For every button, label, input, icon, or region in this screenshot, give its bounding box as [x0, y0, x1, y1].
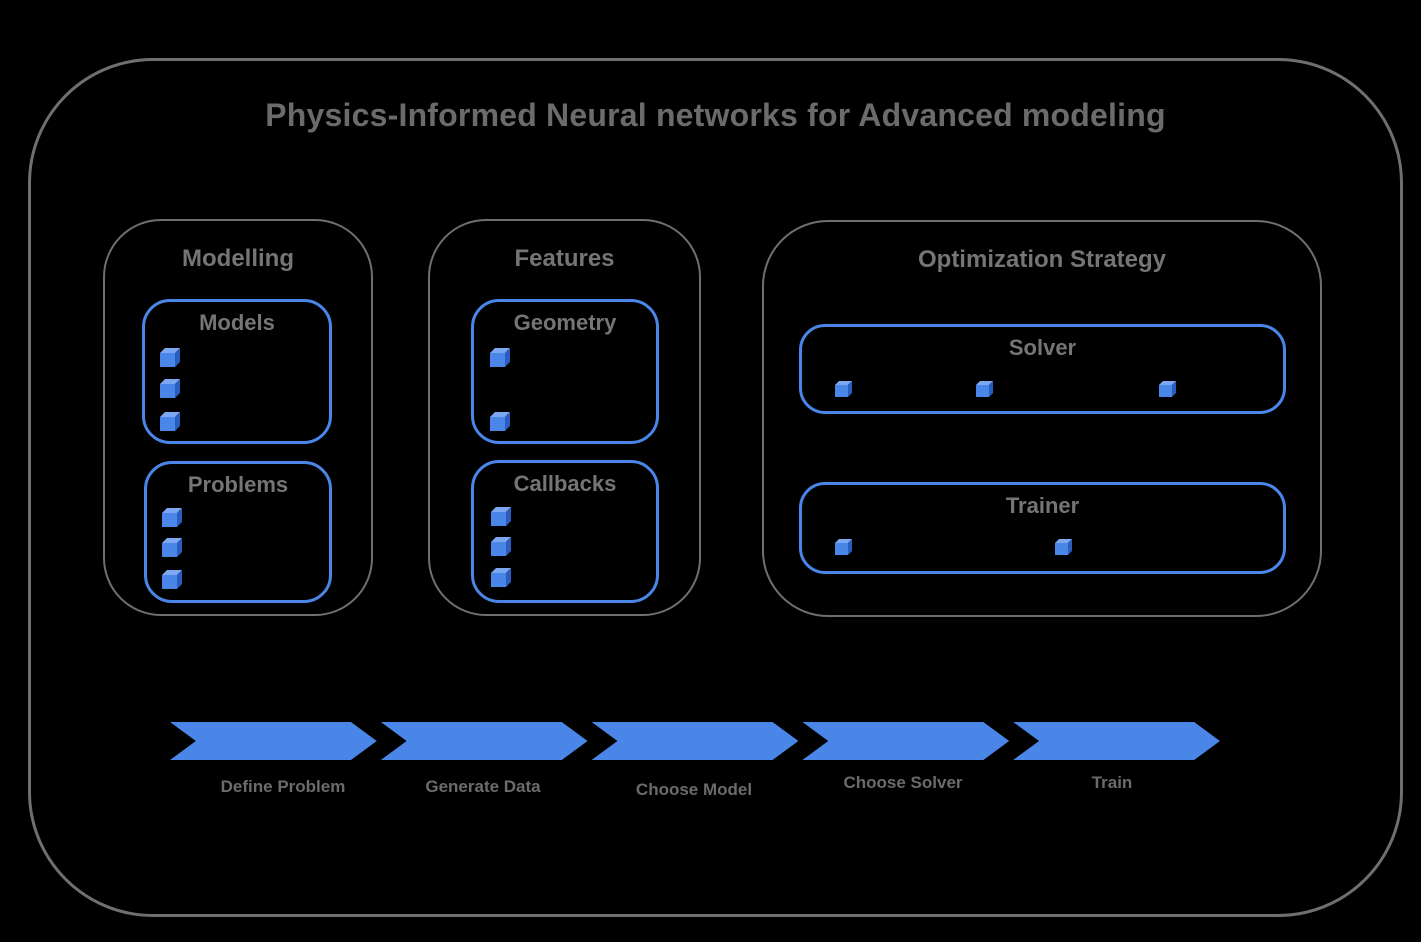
- flow-step-label-train: Train: [1091, 773, 1133, 792]
- flow-arrow-segment: [170, 722, 377, 760]
- flow-step-label-define-problem: Define Problem: [220, 777, 346, 796]
- models-box: Models: [142, 299, 332, 444]
- cube-icon: [835, 385, 848, 397]
- flow-step-label-choose-solver: Choose Solver: [843, 773, 963, 792]
- optimization-strategy-group-title: Optimization Strategy: [917, 246, 1167, 273]
- cube-icon: [491, 512, 506, 526]
- geometry-box: Geometry: [471, 299, 659, 444]
- flow-arrow-segment: [802, 722, 1010, 760]
- flow-arrow-segment: [380, 722, 588, 760]
- cube-icon: [490, 417, 505, 431]
- cube-icon: [490, 353, 505, 367]
- modelling-group: Modelling Models Problems: [103, 219, 373, 616]
- cube-icon: [162, 543, 177, 557]
- features-group-title: Features: [514, 245, 615, 272]
- callbacks-box-label: Callbacks: [513, 471, 617, 496]
- modelling-group-title: Modelling: [182, 245, 294, 272]
- solver-box: Solver: [799, 324, 1286, 414]
- cube-icon: [491, 573, 506, 587]
- trainer-box: Trainer: [799, 482, 1286, 574]
- optimization-strategy-group: Optimization Strategy Solver Trainer: [762, 220, 1322, 617]
- cube-icon: [160, 417, 175, 431]
- trainer-box-label: Trainer: [1005, 493, 1080, 518]
- cube-icon: [160, 353, 175, 367]
- cube-icon: [491, 542, 506, 556]
- diagram-title: Physics-Informed Neural networks for Adv…: [265, 97, 1166, 133]
- features-group: Features Geometry Callbacks: [428, 219, 701, 616]
- outer-frame: [28, 58, 1403, 917]
- flow-step-label-choose-model: Choose Model: [635, 780, 753, 799]
- flow-step-label-generate-data: Generate Data: [425, 777, 541, 796]
- solver-box-label: Solver: [1008, 335, 1077, 360]
- cube-icon: [835, 543, 848, 555]
- cube-icon: [162, 575, 177, 589]
- process-flow: [170, 722, 1220, 760]
- problems-box-label: Problems: [187, 472, 289, 497]
- flow-arrow-segment: [1013, 722, 1220, 760]
- problems-box: Problems: [144, 461, 332, 603]
- callbacks-box: Callbacks: [471, 460, 659, 603]
- models-box-label: Models: [199, 310, 275, 335]
- cube-icon: [162, 513, 177, 527]
- cube-icon: [160, 384, 175, 398]
- cube-icon: [1159, 385, 1172, 397]
- flow-arrow-segment: [591, 722, 799, 760]
- geometry-box-label: Geometry: [513, 310, 617, 335]
- cube-icon: [1055, 543, 1068, 555]
- cube-icon: [976, 385, 989, 397]
